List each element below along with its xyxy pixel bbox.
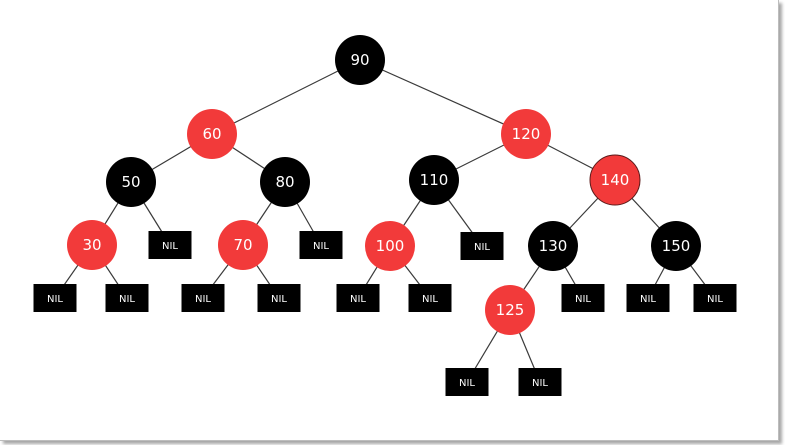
nil-box [33, 284, 77, 312]
nil-label: NIL [195, 294, 211, 305]
node-circle-black [106, 157, 156, 207]
tree-node-70: 70 [218, 220, 268, 270]
nil-leaf: NIL [693, 284, 737, 312]
nil-box [299, 231, 343, 259]
nil-leaf: NIL [299, 231, 343, 259]
node-circle-red [589, 154, 641, 206]
nil-label: NIL [313, 241, 329, 252]
node-label: 110 [420, 171, 449, 189]
nil-label: NIL [707, 294, 723, 305]
tree-node-30: 30 [67, 220, 117, 270]
nil-label: NIL [162, 241, 178, 252]
nil-label: NIL [119, 294, 135, 305]
nil-box [257, 284, 301, 312]
tree-node-150: 150 [651, 221, 701, 271]
edges [54, 59, 716, 383]
node-circle-red [485, 285, 535, 335]
node-circle-black [335, 35, 385, 85]
nil-label: NIL [575, 294, 591, 305]
node-circle-red [365, 221, 415, 271]
nil-leaf: NIL [257, 284, 301, 312]
tree-node-60: 60 [187, 109, 237, 159]
node-circle-black [409, 155, 459, 205]
node-label: 130 [539, 237, 568, 255]
nil-box [693, 284, 737, 312]
tree-node-110: 110 [409, 155, 459, 205]
node-circle-black [651, 221, 701, 271]
node-label: 50 [121, 173, 140, 191]
nil-box [105, 284, 149, 312]
node-label: 140 [601, 171, 630, 189]
nil-label: NIL [532, 378, 548, 389]
nil-box [460, 232, 504, 260]
nil-label: NIL [459, 378, 475, 389]
nil-leaf: NIL [518, 368, 562, 396]
nil-leaf: NIL [33, 284, 77, 312]
node-label: 60 [202, 125, 221, 143]
node-label: 100 [376, 237, 405, 255]
nil-box [626, 284, 670, 312]
tree-node-125: 125 [485, 285, 535, 335]
nil-leaf: NIL [445, 368, 489, 396]
node-circle-red [218, 220, 268, 270]
nil-leaf: NIL [408, 284, 452, 312]
nil-leaf: NIL [460, 232, 504, 260]
nil-box [148, 231, 192, 259]
nil-box [445, 368, 489, 396]
tree-node-100: 100 [365, 221, 415, 271]
nil-label: NIL [640, 294, 656, 305]
tree-svg: NIL NIL NIL NIL NIL NIL NIL NIL NIL NIL NIL NIL NIL N… [33, 35, 737, 396]
node-circle-red [501, 109, 551, 159]
nil-box [518, 368, 562, 396]
node-label: 80 [275, 173, 294, 191]
nil-label: NIL [350, 294, 366, 305]
node-circle-red [67, 220, 117, 270]
nil-leaf: NIL [105, 284, 149, 312]
tree-node-140: 140 [589, 154, 641, 206]
nil-label: NIL [271, 294, 287, 305]
node-label: 150 [662, 237, 691, 255]
nil-box [561, 284, 605, 312]
tree-node-120: 120 [501, 109, 551, 159]
node-label: 30 [82, 236, 101, 254]
nil-label: NIL [474, 242, 490, 253]
node-label: 120 [512, 125, 541, 143]
nil-leaf: NIL [561, 284, 605, 312]
node-circle-red [187, 109, 237, 159]
tree-node-50: 50 [106, 157, 156, 207]
node-circle-black [528, 221, 578, 271]
edge-n90-n120 [359, 59, 527, 135]
nil-label: NIL [422, 294, 438, 305]
tree-node-80: 80 [260, 157, 310, 207]
node-circle-black [260, 157, 310, 207]
nil-box [408, 284, 452, 312]
nil-label: NIL [47, 294, 63, 305]
nil-box [181, 284, 225, 312]
node-label: 70 [233, 236, 252, 254]
node-label: 90 [350, 51, 369, 69]
nil-box [336, 284, 380, 312]
nil-leaf: NIL [336, 284, 380, 312]
edge-n90-n60 [211, 59, 361, 135]
node-label: 125 [496, 301, 525, 319]
nil-leaf: NIL [181, 284, 225, 312]
tree-node-130: 130 [528, 221, 578, 271]
nil-leaf: NIL [626, 284, 670, 312]
tree-node-90: 90 [335, 35, 385, 85]
nil-leaf: NIL [148, 231, 192, 259]
